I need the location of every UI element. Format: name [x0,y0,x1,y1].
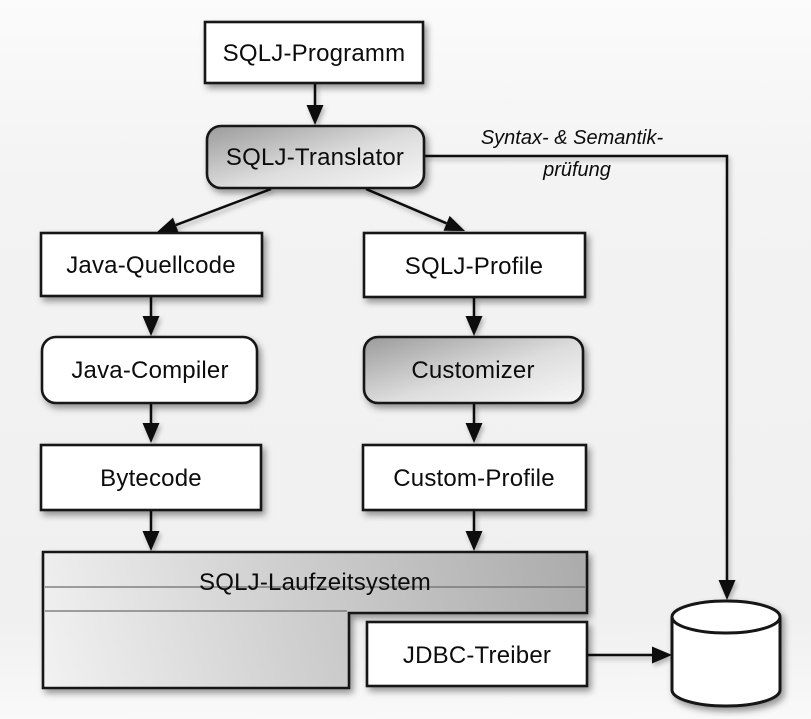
node-label-sqlj-laufzeitsystem: SQLJ-Laufzeitsystem [199,569,431,596]
node-label-java-quellcode: Java-Quellcode [66,252,236,279]
node-jdbc-treiber: JDBC-Treiber [365,620,589,688]
database-cylinder-icon [670,599,782,708]
node-java-quellcode: Java-Quellcode [39,231,264,298]
node-bytecode: Bytecode [39,443,263,512]
node-customizer: Customizer [362,335,585,405]
node-sqlj-laufzeitsystem: SQLJ-Laufzeitsystem [41,550,589,690]
connectors [142,84,736,664]
node-label-bytecode: Bytecode [100,465,202,492]
arrow-profile-to-customizer [465,298,483,336]
annotation-line1: Syntax- & Semantik- [481,127,664,149]
node-label-jdbc-treiber: JDBC-Treiber [403,642,551,669]
node-label-sqlj-profile: SQLJ-Profile [405,253,543,280]
annotation-line2: prüfung [542,159,611,181]
node-sqlj-programm: SQLJ-Programm [203,20,425,85]
arrow-bytecode-to-runtime [142,511,160,551]
arrow-programm-to-translator [306,84,324,125]
arrow-quellcode-to-compiler [142,297,160,336]
node-label-custom-profile: Custom-Profile [393,465,555,492]
arrow-translator-to-database [424,154,736,600]
node-label-customizer: Customizer [411,357,534,384]
arrow-jdbc-to-database [588,646,672,664]
node-sqlj-translator: SQLJ-Translator [205,124,426,190]
node-label-java-compiler: Java-Compiler [71,357,228,384]
arrow-compiler-to-bytecode [142,404,160,443]
node-java-compiler: Java-Compiler [40,335,259,405]
node-sqlj-profile: SQLJ-Profile [362,231,587,299]
arrow-customizer-to-customprofile [465,404,483,443]
annotation-syntax-semantik: Syntax- & Semantik- prüfung [481,127,664,181]
node-label-sqlj-programm: SQLJ-Programm [223,40,406,67]
node-custom-profile: Custom-Profile [361,443,588,512]
arrow-translator-to-profile [365,187,465,231]
arrow-customprofile-to-runtime [465,511,483,551]
node-label-sqlj-translator: SQLJ-Translator [226,144,404,171]
arrow-translator-to-quellcode [157,187,272,233]
